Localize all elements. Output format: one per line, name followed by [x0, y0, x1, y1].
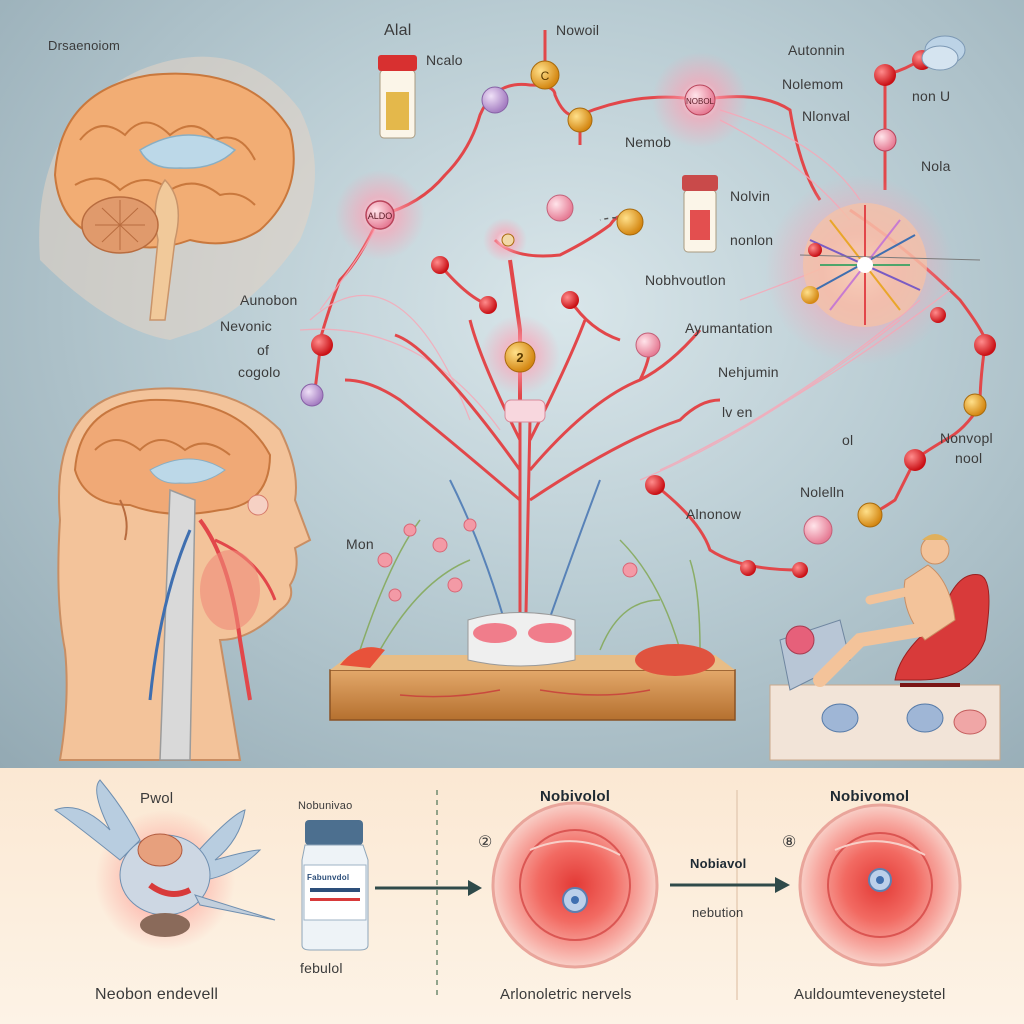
tissue-section-2 [798, 803, 962, 967]
label-of: of [257, 342, 270, 358]
node-red [479, 296, 497, 314]
label-nool: nool [955, 450, 983, 466]
label-nolelln: Nolelln [800, 484, 845, 500]
node-c [530, 60, 560, 90]
nerve-plexus [799, 203, 981, 327]
node-pink [803, 515, 833, 545]
person-chair-scene [769, 534, 1001, 761]
node-red [974, 334, 996, 356]
node-pink [635, 332, 661, 358]
label-ivon: lv en [722, 404, 753, 420]
node-red [645, 475, 665, 495]
node-gold [801, 286, 819, 304]
label-alnonow: Alnonow [686, 506, 742, 522]
node-2 [504, 341, 536, 373]
label-nowoil: Nowoil [556, 22, 600, 38]
label-nonvopl: Nonvopl [940, 430, 993, 446]
node-pink [873, 128, 897, 152]
node-red [874, 64, 896, 86]
label-autonnin: Autonnin [788, 42, 845, 58]
arrow-2 [670, 877, 790, 893]
label-aunobon: Aunobon [240, 292, 298, 308]
node-red [792, 562, 808, 578]
vial-top-1 [378, 55, 417, 139]
label-nola: Nola [921, 158, 951, 174]
vial-bottom [301, 820, 369, 951]
label-arnonolo: Arlonoletric nervels [500, 986, 632, 1003]
node-gold [963, 393, 987, 417]
label-nonlon: nonlon [730, 232, 774, 248]
label-brain-title: Drsaenoiom [48, 38, 121, 53]
label-alal: Alal [384, 22, 412, 39]
node-gold [857, 502, 883, 528]
label-nlonval: Nlonval [802, 108, 851, 124]
node-nobol [684, 84, 716, 116]
label-vial-text: Fabunvdol [307, 873, 350, 882]
nerve-tree [329, 319, 736, 721]
node-aldo-label: ALDO [368, 211, 393, 221]
node-red [930, 307, 946, 323]
label-pwol: Pwol [140, 790, 174, 807]
label-nevonic: Nevonic [220, 318, 272, 334]
label-ayumantation: Ayumantation [685, 320, 773, 336]
label-cogolo: cogolo [238, 364, 281, 380]
node-nobol-label: NOBOL [686, 97, 715, 106]
label-neobon: Neobon endevell [95, 986, 219, 1003]
receptor-top-right [921, 35, 966, 71]
node-red [431, 256, 449, 274]
label-ncalo: Ncalo [426, 52, 463, 68]
node-red [740, 560, 756, 576]
label-nenjumin: Nehjumin [718, 364, 779, 380]
profile-head [57, 387, 312, 761]
node-gold [567, 107, 593, 133]
node-red [311, 334, 333, 356]
label-vial-top: Nobunivao [298, 800, 353, 812]
label-nobivolol: Nobivolol [540, 788, 611, 805]
vial-top-2 [682, 175, 718, 253]
label-nolemom: Nolemom [782, 76, 844, 92]
node-c-label: C [541, 69, 550, 83]
tissue-section-1 [491, 801, 659, 969]
head-brain-top [39, 56, 316, 341]
label-auldoum: Auldoumteveneystetel [794, 986, 946, 1003]
bird-illustration [53, 779, 276, 950]
label-nemob: Nemob [625, 134, 672, 150]
label-nebution: nebution [692, 905, 744, 920]
node-aldo [365, 200, 395, 230]
node-2-label: 2 [516, 350, 523, 365]
label-nobiavol: Nobiavol [690, 856, 747, 871]
node-purple [300, 383, 324, 407]
label-nolvin: Nolvin [730, 188, 771, 204]
label-step-2: ② [478, 834, 493, 851]
node-pink [546, 194, 574, 222]
label-ol: ol [842, 432, 854, 448]
node-purple [481, 86, 509, 114]
node-red [808, 243, 822, 257]
node-junction [501, 233, 515, 247]
node-red [904, 449, 926, 471]
label-febulol: febulol [300, 960, 343, 976]
label-nonu: non U [912, 88, 951, 104]
nodes [300, 50, 996, 578]
label-step-8: ⑧ [782, 834, 797, 851]
label-mon: Mon [346, 536, 374, 552]
label-nobhvoutlon: Nobhvoutlon [645, 272, 726, 288]
node-red [561, 291, 579, 309]
arrow-1 [375, 880, 482, 896]
node-gold [616, 208, 644, 236]
label-nobivomol: Nobivomol [830, 788, 910, 805]
